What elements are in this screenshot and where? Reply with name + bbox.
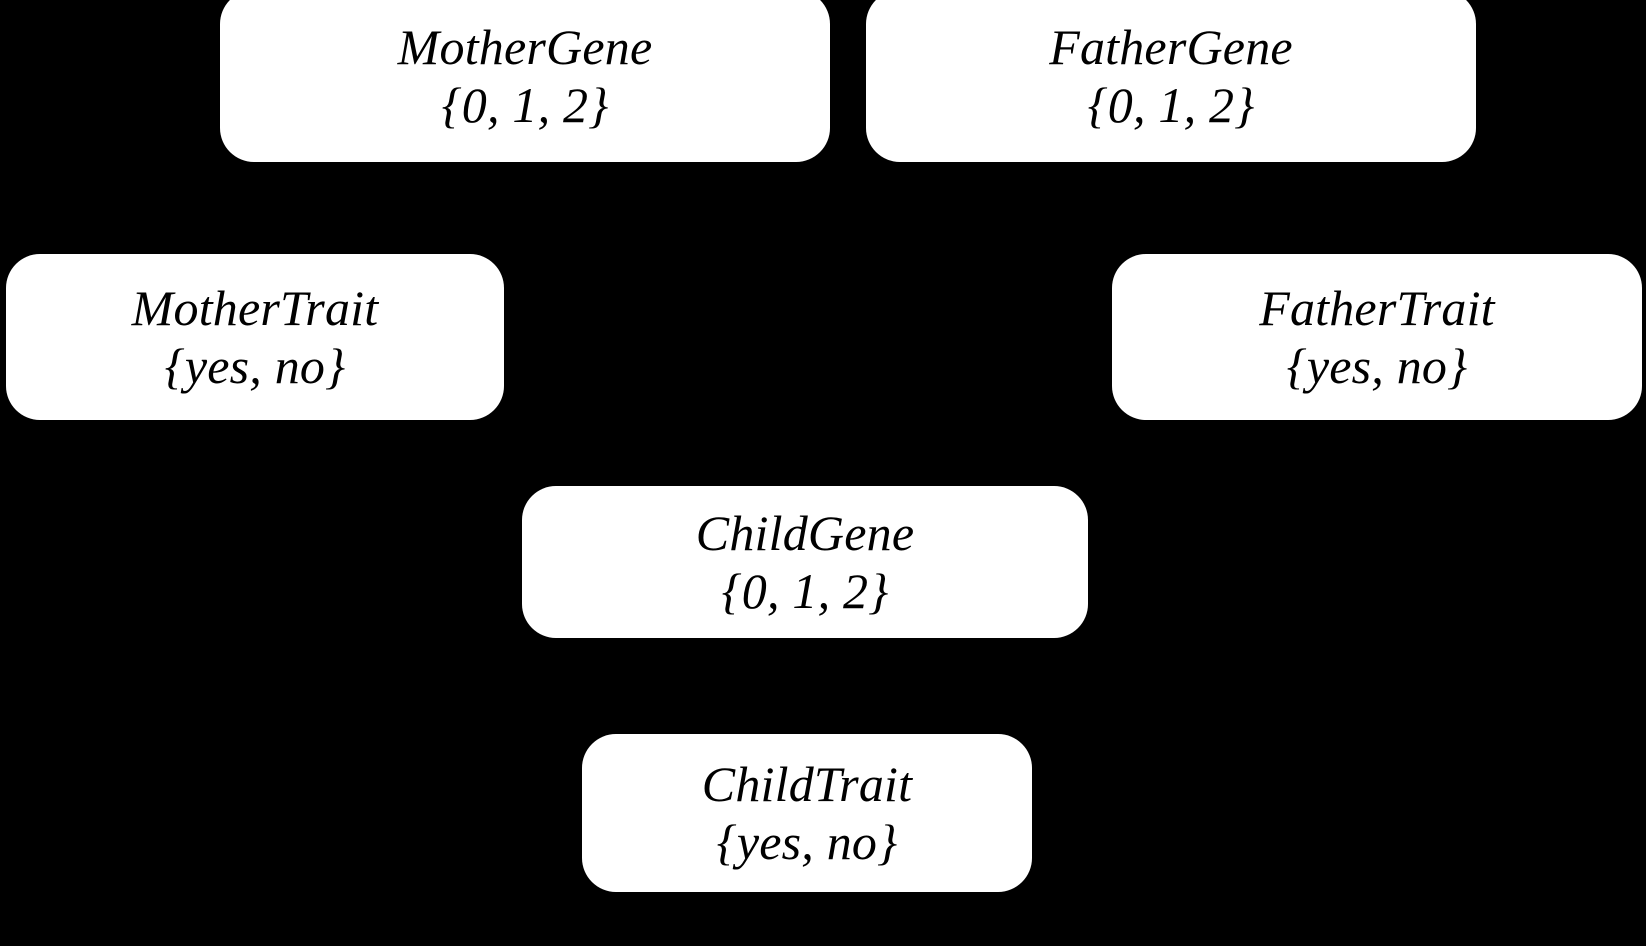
node-child-trait-label: ChildTrait [701, 756, 913, 812]
node-mother-gene[interactable]: MotherGene {0, 1, 2} [220, 0, 830, 162]
node-child-gene-domain: {0, 1, 2} [721, 563, 889, 619]
node-father-gene-label: FatherGene [1049, 19, 1293, 75]
node-father-gene-domain: {0, 1, 2} [1087, 77, 1255, 133]
node-father-gene[interactable]: FatherGene {0, 1, 2} [866, 0, 1476, 162]
node-mother-trait[interactable]: MotherTrait {yes, no} [6, 254, 504, 420]
node-child-trait[interactable]: ChildTrait {yes, no} [582, 734, 1032, 892]
node-child-trait-domain: {yes, no} [716, 814, 898, 870]
node-mother-gene-label: MotherGene [397, 19, 653, 75]
node-child-gene-label: ChildGene [695, 505, 915, 561]
node-father-trait-label: FatherTrait [1259, 280, 1495, 336]
node-mother-trait-domain: {yes, no} [164, 338, 346, 394]
node-child-gene[interactable]: ChildGene {0, 1, 2} [522, 486, 1088, 638]
node-father-trait[interactable]: FatherTrait {yes, no} [1112, 254, 1642, 420]
node-mother-trait-label: MotherTrait [131, 280, 379, 336]
node-mother-gene-domain: {0, 1, 2} [441, 77, 609, 133]
node-father-trait-domain: {yes, no} [1286, 338, 1468, 394]
